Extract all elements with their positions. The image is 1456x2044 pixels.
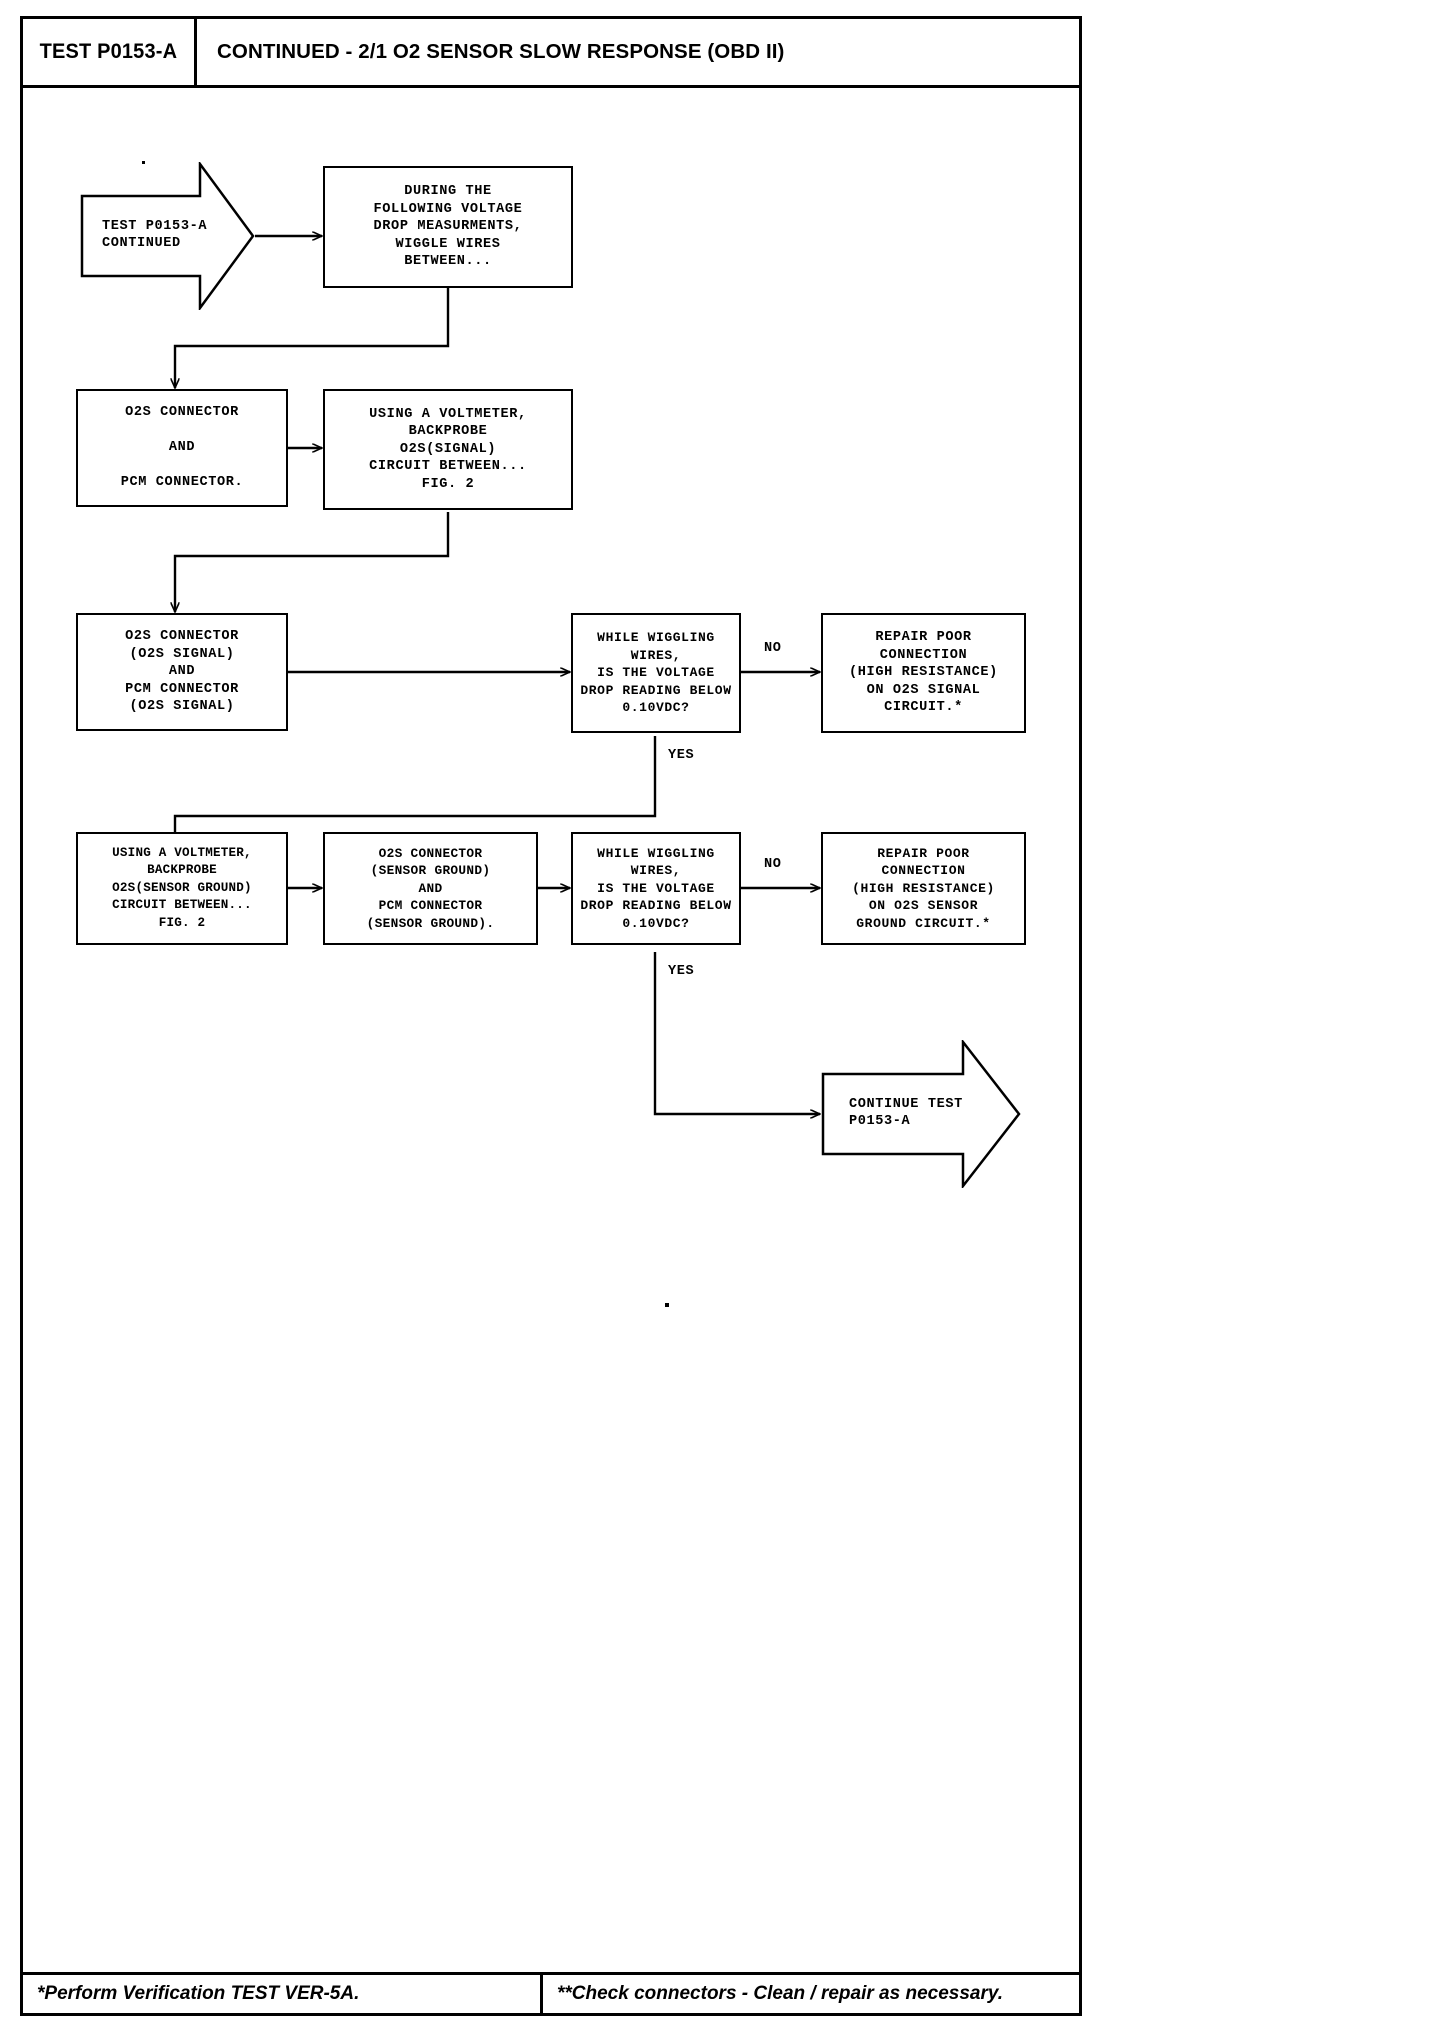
- node-o2s-pcm-connector-label: O2S CONNECTOR AND PCM CONNECTOR.: [120, 405, 244, 491]
- node-start-label: TEST P0153-A CONTINUED: [102, 218, 208, 252]
- header-test-code-cell: TEST P0153-A: [23, 19, 197, 85]
- node-repair-signal-circuit[interactable]: REPAIR POOR CONNECTION (HIGH RESISTANCE)…: [821, 613, 1026, 733]
- node-voltmeter-sensor-ground[interactable]: USING A VOLTMETER, BACKPROBE O2S(SENSOR …: [76, 832, 288, 945]
- node-ground-connector-pair-label: O2S CONNECTOR (SENSOR GROUND) AND PCM CO…: [366, 845, 495, 931]
- header-test-code: TEST P0153-A: [39, 40, 178, 63]
- node-repair-ground-circuit-label: REPAIR POOR CONNECTION (HIGH RESISTANCE)…: [852, 845, 995, 931]
- node-voltmeter-signal[interactable]: USING A VOLTMETER, BACKPROBE O2S(SIGNAL)…: [323, 389, 573, 510]
- scan-artifact-speck: [665, 1303, 669, 1307]
- header-bar: TEST P0153-A CONTINUED - 2/1 O2 SENSOR S…: [20, 16, 1082, 88]
- edge-label-yes-1: YES: [666, 748, 697, 763]
- page-title: CONTINUED - 2/1 O2 SENSOR SLOW RESPONSE …: [217, 40, 785, 63]
- arrow-right-shape: [80, 162, 255, 310]
- node-voltmeter-signal-label: USING A VOLTMETER, BACKPROBE O2S(SIGNAL)…: [369, 406, 527, 492]
- node-continue-arrow[interactable]: CONTINUE TEST P0153-A: [821, 1040, 1021, 1188]
- node-wiggle-question-2[interactable]: WHILE WIGGLING WIRES, IS THE VOLTAGE DRO…: [571, 832, 741, 945]
- node-wiggle-question-2-label: WHILE WIGGLING WIRES, IS THE VOLTAGE DRO…: [580, 845, 732, 931]
- footer-bar: *Perform Verification TEST VER-5A. **Che…: [20, 1972, 1082, 2016]
- edge-label-no-1: NO: [762, 641, 784, 656]
- node-repair-signal-circuit-label: REPAIR POOR CONNECTION (HIGH RESISTANCE)…: [849, 630, 998, 716]
- connector-lines: [20, 88, 1082, 1972]
- node-wiggle-question-1-label: WHILE WIGGLING WIRES, IS THE VOLTAGE DRO…: [580, 630, 732, 716]
- node-continue-label: CONTINUE TEST P0153-A: [849, 1096, 963, 1130]
- node-repair-ground-circuit[interactable]: REPAIR POOR CONNECTION (HIGH RESISTANCE)…: [821, 832, 1026, 945]
- edge-label-yes-2: YES: [666, 964, 697, 979]
- node-wiggle-question-1[interactable]: WHILE WIGGLING WIRES, IS THE VOLTAGE DRO…: [571, 613, 741, 733]
- footer-left-note: *Perform Verification TEST VER-5A.: [37, 1983, 360, 2004]
- footer-right-cell: **Check connectors - Clean / repair as n…: [543, 1975, 1079, 2013]
- node-during-measurements[interactable]: DURING THE FOLLOWING VOLTAGE DROP MEASUR…: [323, 166, 573, 288]
- node-ground-connector-pair[interactable]: O2S CONNECTOR (SENSOR GROUND) AND PCM CO…: [323, 832, 538, 945]
- node-o2s-pcm-connector[interactable]: O2S CONNECTOR AND PCM CONNECTOR.: [76, 389, 288, 507]
- scan-artifact-speck-2: [142, 161, 145, 164]
- footer-right-note: **Check connectors - Clean / repair as n…: [557, 1983, 1004, 2004]
- arrow-right-shape-continue: [821, 1040, 1021, 1188]
- node-signal-connector-pair[interactable]: O2S CONNECTOR (O2S SIGNAL) AND PCM CONNE…: [76, 613, 288, 731]
- flowchart-canvas: TEST P0153-A CONTINUED DURING THE FOLLOW…: [20, 88, 1082, 1972]
- footer-left-cell: *Perform Verification TEST VER-5A.: [23, 1975, 543, 2013]
- node-start-arrow[interactable]: TEST P0153-A CONTINUED: [80, 162, 255, 310]
- edge-label-no-2: NO: [762, 857, 784, 872]
- node-during-measurements-label: DURING THE FOLLOWING VOLTAGE DROP MEASUR…: [373, 184, 523, 270]
- header-title-cell: CONTINUED - 2/1 O2 SENSOR SLOW RESPONSE …: [197, 19, 1079, 85]
- node-signal-connector-pair-label: O2S CONNECTOR (O2S SIGNAL) AND PCM CONNE…: [125, 629, 239, 715]
- node-voltmeter-sensor-ground-label: USING A VOLTMETER, BACKPROBE O2S(SENSOR …: [112, 845, 252, 930]
